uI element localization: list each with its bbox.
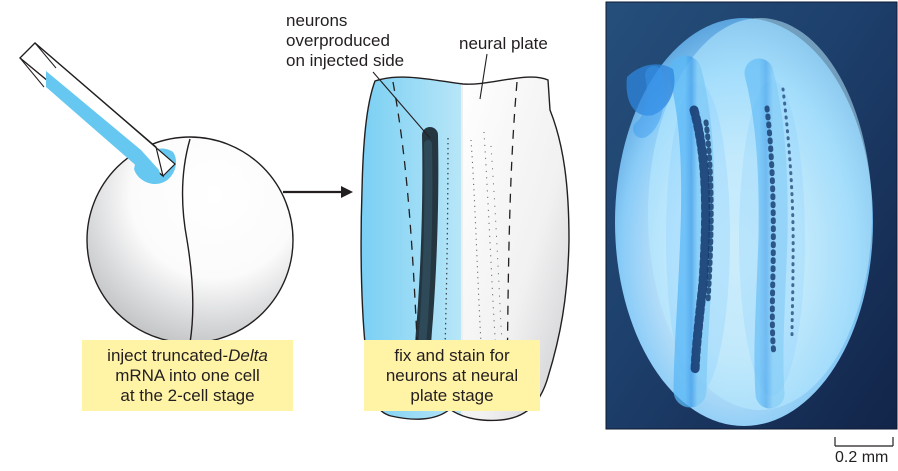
neurons-label-line-3: on injected side bbox=[286, 51, 431, 71]
scale-bar-label: 0.2 mm bbox=[835, 449, 888, 467]
scale-bar bbox=[835, 437, 893, 446]
neurons-label: neurons overproduced on injected side bbox=[286, 11, 431, 71]
injection-caption-line-3: at the 2-cell stage bbox=[107, 386, 268, 406]
embryo-photo bbox=[606, 2, 897, 429]
injection-caption-line-2: mRNA into one cell bbox=[107, 366, 268, 386]
neurons-label-line-1: neurons bbox=[286, 11, 431, 31]
staining-caption: fix and stain for neurons at neural plat… bbox=[364, 340, 540, 411]
injection-caption-delta: Delta bbox=[228, 346, 268, 365]
injection-caption-line-1: inject truncated-Delta bbox=[107, 346, 268, 366]
micropipette-icon bbox=[20, 43, 175, 179]
staining-caption-line-2: neurons at neural bbox=[386, 366, 518, 386]
staining-caption-line-3: plate stage bbox=[386, 386, 518, 406]
neurons-label-line-2: overproduced bbox=[286, 31, 431, 51]
staining-caption-line-1: fix and stain for bbox=[386, 346, 518, 366]
injection-caption: inject truncated-Delta mRNA into one cel… bbox=[82, 340, 293, 411]
injection-caption-prefix: inject truncated- bbox=[107, 346, 228, 365]
two-cell-embryo bbox=[87, 137, 293, 343]
right-arrow-icon bbox=[283, 186, 353, 198]
neural-plate-label: neural plate bbox=[459, 34, 548, 54]
